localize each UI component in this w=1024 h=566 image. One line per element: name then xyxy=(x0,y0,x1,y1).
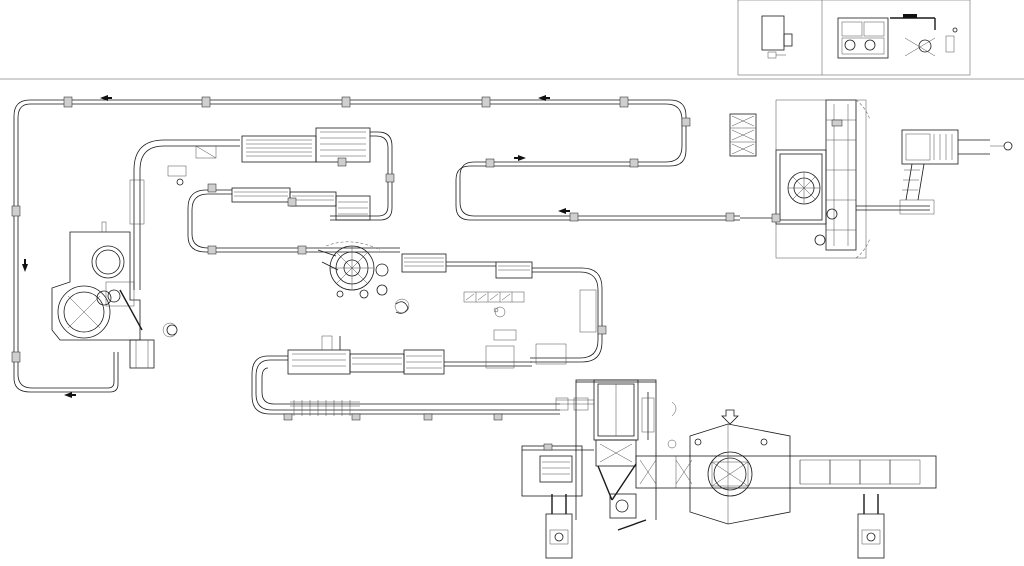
case-packer-machine xyxy=(555,379,677,531)
inset-room-view xyxy=(761,15,793,59)
flow-arrow-left-icon xyxy=(558,208,566,214)
depalletizer-machine xyxy=(51,221,178,369)
flow-arrows xyxy=(22,95,570,398)
misc-symbols xyxy=(162,306,677,449)
conveyor-outer-loop xyxy=(13,99,740,393)
inset-detail-view xyxy=(837,14,958,59)
flow-arrow-down-icon xyxy=(22,264,28,272)
flow-arrow-right-icon xyxy=(518,155,526,161)
flow-arrow-left-icon xyxy=(100,95,108,101)
drawing-border xyxy=(0,0,1024,80)
labeler-section xyxy=(251,335,560,421)
palletizer-machine xyxy=(635,409,937,525)
forklift-right-icon xyxy=(857,494,885,559)
accumulation-table-middle xyxy=(167,165,400,255)
flow-arrow-left-icon xyxy=(538,95,546,101)
discharge-frame xyxy=(899,129,1013,215)
filler-capper-machine xyxy=(317,241,410,314)
forklift-left-icon xyxy=(545,494,573,559)
conveyor-s-bend xyxy=(401,253,607,365)
code-plate xyxy=(463,291,525,313)
conveyor-supports-top xyxy=(11,96,735,363)
accumulation-table-upper xyxy=(195,127,395,221)
case-infeed-left xyxy=(521,443,594,497)
fan-bank-icon xyxy=(729,113,757,157)
flow-arrow-left-icon xyxy=(64,392,72,398)
rotary-processor-machine xyxy=(740,99,930,259)
conveyor-depal-rise xyxy=(129,139,240,290)
